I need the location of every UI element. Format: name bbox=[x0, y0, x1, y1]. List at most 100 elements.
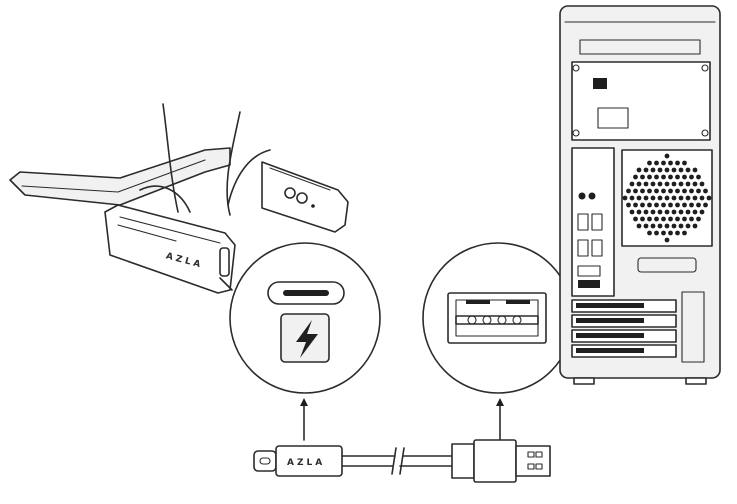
fan-hole bbox=[668, 160, 673, 166]
fan-hole bbox=[636, 209, 642, 215]
fan-hole bbox=[678, 167, 684, 173]
fan-hole bbox=[661, 160, 666, 166]
fan-hole bbox=[675, 188, 680, 194]
fan-hole bbox=[682, 188, 687, 194]
fan-hole bbox=[650, 195, 656, 201]
fan-hole bbox=[692, 195, 698, 201]
fan-hole bbox=[664, 195, 670, 201]
fan-hole bbox=[643, 195, 649, 201]
fan-hole bbox=[664, 237, 670, 243]
fan-hole bbox=[664, 223, 670, 229]
fan-hole bbox=[650, 209, 656, 215]
fan-hole bbox=[696, 174, 701, 180]
neckband-headset: AZLA bbox=[9, 103, 349, 294]
fan-hole bbox=[678, 195, 684, 201]
fan-hole bbox=[699, 195, 705, 201]
fan-hole bbox=[629, 195, 635, 201]
fan-hole bbox=[626, 202, 631, 208]
fan-hole bbox=[636, 223, 642, 229]
fan-hole bbox=[661, 174, 666, 180]
fan-hole bbox=[636, 181, 642, 187]
fan-hole bbox=[696, 216, 701, 222]
fan-hole bbox=[629, 209, 635, 215]
fan-hole bbox=[682, 174, 687, 180]
fan-hole bbox=[685, 181, 691, 187]
fan-hole bbox=[671, 181, 677, 187]
usb-cable: AZLA bbox=[253, 439, 551, 483]
fan-hole bbox=[671, 195, 677, 201]
usb-a-plug-icon bbox=[451, 439, 551, 483]
fan-hole bbox=[650, 223, 656, 229]
fan-hole bbox=[671, 223, 677, 229]
fan-hole bbox=[650, 181, 656, 187]
fan-hole bbox=[654, 202, 659, 208]
fan-hole bbox=[668, 174, 673, 180]
fan-hole bbox=[664, 153, 670, 159]
fan-hole bbox=[650, 167, 656, 173]
fan-hole bbox=[685, 223, 691, 229]
fan-hole bbox=[678, 209, 684, 215]
fan-hole bbox=[657, 167, 663, 173]
fan-hole bbox=[668, 216, 673, 222]
fan-hole bbox=[657, 195, 663, 201]
usb-c-port-icon bbox=[267, 281, 345, 305]
fan-hole bbox=[633, 174, 638, 180]
cable-brand-label: AZLA bbox=[287, 458, 325, 468]
fan-hole bbox=[654, 160, 659, 166]
fan-hole bbox=[682, 160, 687, 166]
fan-hole bbox=[654, 230, 659, 236]
fan-hole bbox=[668, 202, 673, 208]
fan-hole bbox=[647, 216, 652, 222]
fan-hole bbox=[692, 167, 698, 173]
fan-hole bbox=[678, 181, 684, 187]
fan-hole bbox=[675, 216, 680, 222]
fan-hole bbox=[696, 202, 701, 208]
fan-hole bbox=[640, 216, 645, 222]
desktop-tower-icon bbox=[559, 5, 721, 385]
fan-hole bbox=[661, 216, 666, 222]
fan-grille bbox=[622, 153, 712, 243]
fan-hole bbox=[675, 174, 680, 180]
fan-hole bbox=[647, 174, 652, 180]
fan-hole bbox=[668, 188, 673, 194]
fan-hole bbox=[643, 167, 649, 173]
fan-hole bbox=[661, 202, 666, 208]
fan-hole bbox=[657, 223, 663, 229]
fan-hole bbox=[675, 230, 680, 236]
usb-c-port-callout bbox=[219, 242, 381, 394]
fan-hole bbox=[640, 174, 645, 180]
fan-hole bbox=[640, 188, 645, 194]
fan-hole bbox=[675, 202, 680, 208]
fan-hole bbox=[685, 167, 691, 173]
fan-hole bbox=[633, 216, 638, 222]
fan-hole bbox=[633, 188, 638, 194]
fan-hole bbox=[647, 202, 652, 208]
fan-hole bbox=[668, 230, 673, 236]
fan-hole bbox=[692, 209, 698, 215]
fan-hole bbox=[692, 223, 698, 229]
fan-hole bbox=[678, 223, 684, 229]
fan-hole bbox=[657, 209, 663, 215]
arrow-up-right bbox=[496, 398, 504, 441]
fan-hole bbox=[647, 160, 652, 166]
fan-hole bbox=[657, 181, 663, 187]
fan-hole bbox=[696, 188, 701, 194]
fan-hole bbox=[661, 230, 666, 236]
fan-hole bbox=[682, 202, 687, 208]
fan-hole bbox=[685, 209, 691, 215]
fan-hole bbox=[647, 230, 652, 236]
fan-hole bbox=[664, 167, 670, 173]
lightning-bolt-icon bbox=[280, 313, 330, 363]
fan-hole bbox=[671, 209, 677, 215]
fan-hole bbox=[689, 188, 694, 194]
fan-hole bbox=[640, 202, 645, 208]
fan-hole bbox=[643, 223, 649, 229]
usb-a-port-icon bbox=[447, 292, 547, 344]
fan-hole bbox=[636, 195, 642, 201]
fan-hole bbox=[703, 202, 708, 208]
fan-hole bbox=[654, 216, 659, 222]
fan-hole bbox=[706, 195, 712, 201]
fan-hole bbox=[689, 216, 694, 222]
fan-hole bbox=[643, 209, 649, 215]
fan-hole bbox=[682, 230, 687, 236]
